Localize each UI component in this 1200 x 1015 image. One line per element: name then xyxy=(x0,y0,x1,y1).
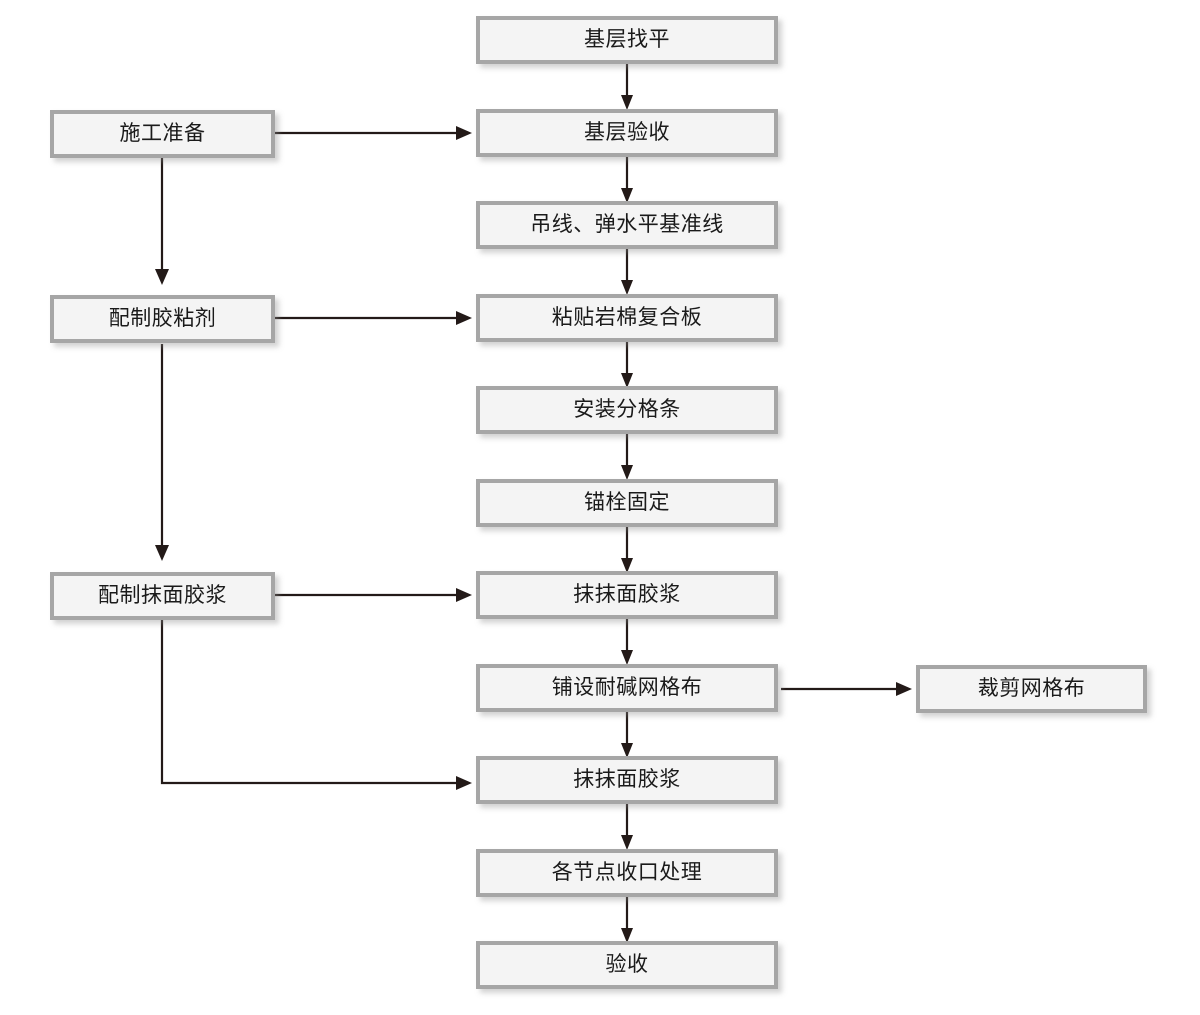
node-skim-mortar-label: 配制抹面胶浆 xyxy=(98,583,227,607)
edge-skim-coat-2-to-node-seal xyxy=(621,804,633,850)
node-prep-label: 施工准备 xyxy=(119,121,206,145)
node-base-accept[interactable]: 基层验收 xyxy=(476,109,778,157)
edge-prep-to-base-accept xyxy=(275,126,472,140)
node-acceptance-label: 验收 xyxy=(605,952,649,976)
node-skim-coat-2[interactable]: 抹抹面胶浆 xyxy=(476,756,778,804)
node-prep[interactable]: 施工准备 xyxy=(50,110,275,158)
node-install-strip-label: 安装分格条 xyxy=(573,397,681,421)
node-adhesive[interactable]: 配制胶粘剂 xyxy=(50,295,275,343)
edge-adhesive-to-skim-mortar xyxy=(155,344,169,561)
edge-plumb-line-to-paste-board xyxy=(621,249,633,295)
edge-mesh-lay-to-cut-mesh xyxy=(781,682,912,696)
node-acceptance[interactable]: 验收 xyxy=(476,941,778,989)
node-mesh-lay-label: 铺设耐碱网格布 xyxy=(551,675,703,699)
node-base-level[interactable]: 基层找平 xyxy=(476,16,778,64)
edge-skim-mortar-to-skim-coat-1 xyxy=(275,588,472,602)
node-plumb-line[interactable]: 吊线、弹水平基准线 xyxy=(476,201,778,249)
edge-paste-board-to-install-strip xyxy=(621,342,633,388)
node-mesh-lay[interactable]: 铺设耐碱网格布 xyxy=(476,664,778,712)
edge-prep-to-adhesive xyxy=(155,158,169,285)
node-node-seal-label: 各节点收口处理 xyxy=(551,860,703,884)
node-skim-mortar[interactable]: 配制抹面胶浆 xyxy=(50,572,275,620)
node-base-accept-label: 基层验收 xyxy=(584,120,670,144)
edge-mesh-lay-to-skim-coat-2 xyxy=(621,712,633,758)
node-node-seal[interactable]: 各节点收口处理 xyxy=(476,849,778,897)
edge-base-level-to-base-accept xyxy=(621,64,633,110)
node-paste-board[interactable]: 粘贴岩棉复合板 xyxy=(476,294,778,342)
node-cut-mesh[interactable]: 裁剪网格布 xyxy=(916,665,1147,713)
node-install-strip[interactable]: 安装分格条 xyxy=(476,386,778,434)
node-cut-mesh-label: 裁剪网格布 xyxy=(977,676,1086,700)
node-anchor-fix[interactable]: 锚栓固定 xyxy=(476,479,778,527)
edge-install-strip-to-anchor-fix xyxy=(621,434,633,480)
node-skim-coat-1-label: 抹抹面胶浆 xyxy=(573,582,681,606)
node-skim-coat-2-label: 抹抹面胶浆 xyxy=(573,767,681,791)
edge-adhesive-to-paste-board xyxy=(275,311,472,325)
edge-node-seal-to-acceptance xyxy=(621,897,633,943)
edge-anchor-fix-to-skim-coat-1 xyxy=(621,527,633,573)
node-anchor-fix-label: 锚栓固定 xyxy=(584,490,670,514)
node-skim-coat-1[interactable]: 抹抹面胶浆 xyxy=(476,571,778,619)
edge-skim-coat-1-to-mesh-lay xyxy=(621,619,633,665)
edge-skim-mortar-to-skim-coat-2 xyxy=(160,620,472,790)
node-adhesive-label: 配制胶粘剂 xyxy=(108,306,217,330)
node-paste-board-label: 粘贴岩棉复合板 xyxy=(551,305,703,329)
edge-base-accept-to-plumb-line xyxy=(621,157,633,203)
node-base-level-label: 基层找平 xyxy=(584,27,670,51)
node-plumb-line-label: 吊线、弹水平基准线 xyxy=(530,212,724,236)
